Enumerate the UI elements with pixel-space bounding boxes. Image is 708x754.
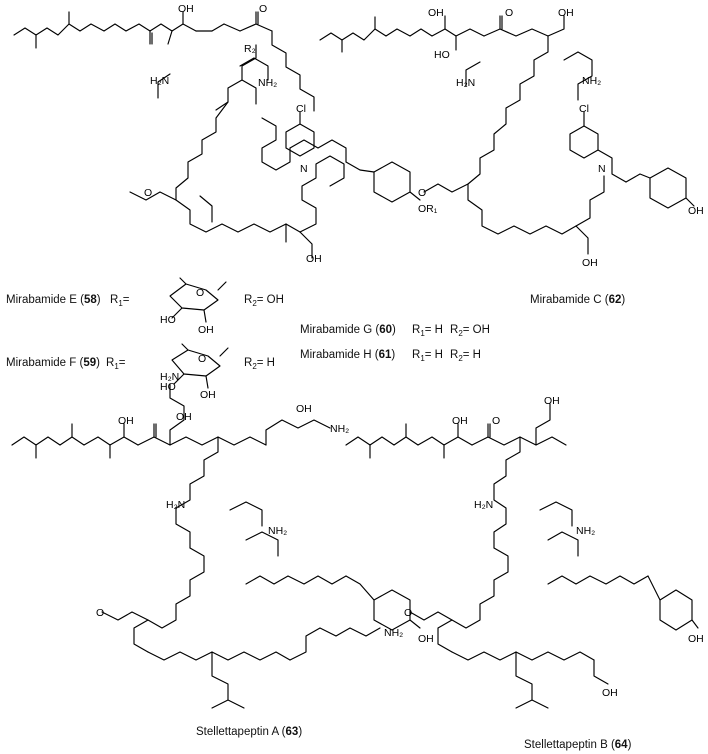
svg-text:R2= H: R2= H: [450, 349, 481, 363]
atom-nh2-a3: NH₂: [384, 627, 403, 639]
atom-o-a-methoxy: O: [96, 607, 104, 619]
stellettapeptin-a-structure: [11, 383, 421, 709]
atom-h2n-a2: H₂N: [166, 499, 185, 511]
atom-n: N: [300, 163, 308, 175]
atom-h2n-a1: H₂N: [160, 371, 179, 383]
atom-nh2-a1: NH₂: [330, 423, 349, 435]
caption-mirabamide-h: Mirabamide H (61) R1= H R2= H: [300, 349, 481, 363]
atom-h2n: H₂N: [150, 75, 169, 87]
atom-cl-c: Cl: [579, 103, 589, 115]
atom-o-methoxy: O: [144, 187, 152, 199]
atom-o-b-methoxy: O: [404, 607, 412, 619]
svg-text:R1=: R1=: [110, 294, 130, 308]
atom-oh-a2: OH: [176, 411, 192, 423]
mirabamide-efgh-atom-labels: OH O R₂ H₂N NH₂ Cl N OR₁ O OH: [144, 3, 438, 265]
stellettapeptin-a-atom-labels: OH H₂N OH NH₂ OH H₂N NH₂ OH NH₂ O: [96, 371, 434, 645]
atom-nh2-c: NH₂: [582, 75, 601, 87]
atom-o-c1: O: [505, 7, 513, 19]
atom-nh2-b: NH₂: [576, 525, 595, 537]
atom-o-ring: O: [196, 287, 204, 299]
caption-mirabamide-f: Mirabamide F (59) R1= R2= H: [6, 357, 275, 371]
svg-text:R2= OH: R2= OH: [244, 294, 284, 308]
atom-or1: OR₁: [418, 203, 438, 215]
atom-oh-a3: OH: [296, 403, 312, 415]
svg-text:Mirabamide F (59): Mirabamide F (59): [6, 357, 100, 369]
atom-ho-sugar-f: HO: [160, 381, 176, 393]
stellettapeptin-b-structure: [345, 403, 699, 709]
atom-oh: OH: [178, 3, 194, 15]
mirabamide-c-structure: [319, 15, 695, 255]
mirabamide-efgh-structure: [13, 11, 421, 259]
atom-nh2: NH₂: [258, 77, 277, 89]
atom-oh-b3: OH: [602, 687, 618, 699]
atom-oh-a1: OH: [118, 415, 134, 427]
svg-text:Mirabamide H (61): Mirabamide H (61): [300, 349, 395, 361]
atom-o-b1: O: [492, 415, 500, 427]
svg-text:R2= H: R2= H: [244, 357, 275, 371]
sugar-e-structure: O HO OH: [160, 277, 227, 336]
caption-mirabamide-g: Mirabamide G (60) R1= H R2= OH: [300, 324, 490, 338]
svg-text:Mirabamide E (58): Mirabamide E (58): [6, 294, 101, 306]
atom-oh-sugar: OH: [198, 324, 214, 336]
svg-text:R2= OH: R2= OH: [450, 324, 490, 338]
atom-n-c: N: [598, 163, 606, 175]
atom-h2n-c: H₂N: [456, 77, 475, 89]
caption-stellettapeptin-a: Stellettapeptin A (63): [196, 726, 302, 738]
svg-text:Mirabamide G (60): Mirabamide G (60): [300, 324, 396, 336]
atom-oh-c-tyr: OH: [688, 205, 704, 217]
atom-oh-b1: OH: [452, 415, 468, 427]
svg-text:R1=: R1=: [106, 357, 126, 371]
sugar-f-structure: O HO OH: [160, 343, 229, 401]
svg-text:Mirabamide C (62): Mirabamide C (62): [530, 294, 625, 306]
atom-o-ring-f: O: [198, 353, 206, 365]
caption-mirabamide-c: Mirabamide C (62): [530, 294, 625, 306]
svg-text:Stellettapeptin B (64): Stellettapeptin B (64): [524, 739, 632, 751]
svg-text:R1= H: R1= H: [412, 324, 443, 338]
atom-oh-a-tyr: OH: [418, 633, 434, 645]
atom-ho-c: HO: [434, 49, 450, 61]
svg-text:R1= H: R1= H: [412, 349, 443, 363]
atom-oh-thr: OH: [306, 253, 322, 265]
atom-nh2-a2: NH₂: [268, 525, 287, 537]
atom-r2: R₂: [244, 43, 256, 55]
atom-oh-c2: OH: [558, 7, 574, 19]
caption-mirabamide-e: Mirabamide E (58) R1= R2= OH: [6, 294, 284, 308]
svg-text:Stellettapeptin A (63): Stellettapeptin A (63): [196, 726, 302, 738]
atom-oh-c1: OH: [428, 7, 444, 19]
atom-oh-b-tyr: OH: [688, 633, 704, 645]
atom-o-c-methoxy: O: [418, 187, 426, 199]
mirabamide-c-atom-labels: OH O HO OH H₂N NH₂ Cl N OH OH O: [418, 7, 704, 269]
atom-o: O: [259, 3, 267, 15]
atom-oh-sugar-f: OH: [200, 389, 216, 401]
atom-oh-b2: OH: [544, 395, 560, 407]
atom-cl: Cl: [296, 103, 306, 115]
stellettapeptin-b-atom-labels: OH O OH H₂N NH₂ OH OH O: [404, 395, 704, 699]
atom-ho-sugar: HO: [160, 314, 176, 326]
atom-h2n-b: H₂N: [474, 499, 493, 511]
atom-oh-c-thr: OH: [582, 257, 598, 269]
caption-stellettapeptin-b: Stellettapeptin B (64): [524, 739, 632, 751]
